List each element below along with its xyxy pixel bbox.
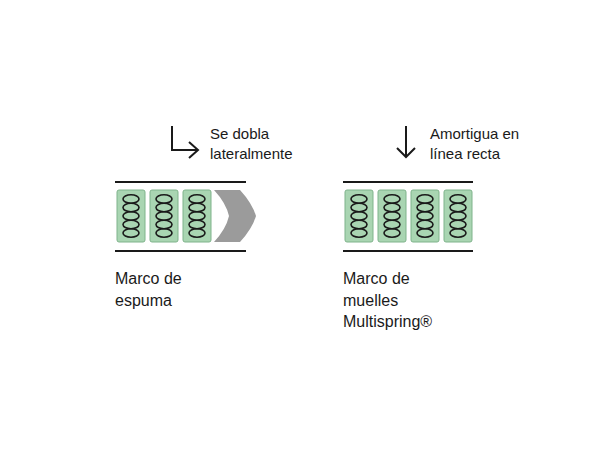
coil-winding [189,195,205,203]
caption-text: Marco de espuma [115,268,215,311]
down-arrow-head [397,148,415,157]
coil-winding [450,212,466,220]
coil-winding [156,220,172,228]
coil-winding [450,229,466,237]
coil-winding [417,195,433,203]
coil-winding [123,195,139,203]
coil-winding [351,220,367,228]
label-box: Marco de muelles Multispring® [343,268,453,333]
label-box: Marco de espuma [115,268,215,311]
coil-winding [351,203,367,211]
coil-winding [384,195,400,203]
frame-top-line [343,181,473,183]
down-arrow-icon [397,126,415,157]
spring-pocket [345,190,373,242]
frame-bottom-line [115,250,246,252]
down-arrow-line [405,126,407,157]
coil-winding [384,212,400,220]
coil-winding [123,229,139,237]
coil-winding [156,212,172,220]
coil-winding [123,220,139,228]
frame-bottom-line [343,250,473,252]
coil-winding [156,195,172,203]
coil-winding [417,229,433,237]
spring-pocket [444,190,472,242]
spring-group [117,190,472,242]
coil-winding [384,203,400,211]
caption-text: Amortigua en línea recta [430,124,534,165]
bend-arrow-head [189,142,198,158]
coil-winding [417,212,433,220]
coil-winding [384,229,400,237]
foam-edge-bent [214,190,256,242]
bend-arrow-icon [172,126,198,158]
coil-winding [156,229,172,237]
coil-winding [351,229,367,237]
spring-pocket [378,190,406,242]
coil-winding [351,212,367,220]
caption-text: Marco de muelles Multispring® [343,268,453,333]
coil-winding [123,212,139,220]
label-box: Amortigua en línea recta [430,124,534,165]
caption-text: Se dobla lateralmente [210,124,322,165]
coil-winding [189,229,205,237]
coil-winding [450,195,466,203]
coil-winding [351,195,367,203]
coil-winding [417,220,433,228]
coil-winding [384,220,400,228]
spring-pocket [117,190,145,242]
spring-pocket [411,190,439,242]
coil-winding [189,220,205,228]
frame-top-line [115,181,246,183]
coil-winding [417,203,433,211]
spring-pocket [150,190,178,242]
coil-winding [189,212,205,220]
coil-winding [123,203,139,211]
spring-pocket [183,190,211,242]
coil-winding [450,203,466,211]
coil-winding [450,220,466,228]
coil-winding [156,203,172,211]
label-box: Se dobla lateralmente [210,124,322,165]
coil-winding [189,203,205,211]
